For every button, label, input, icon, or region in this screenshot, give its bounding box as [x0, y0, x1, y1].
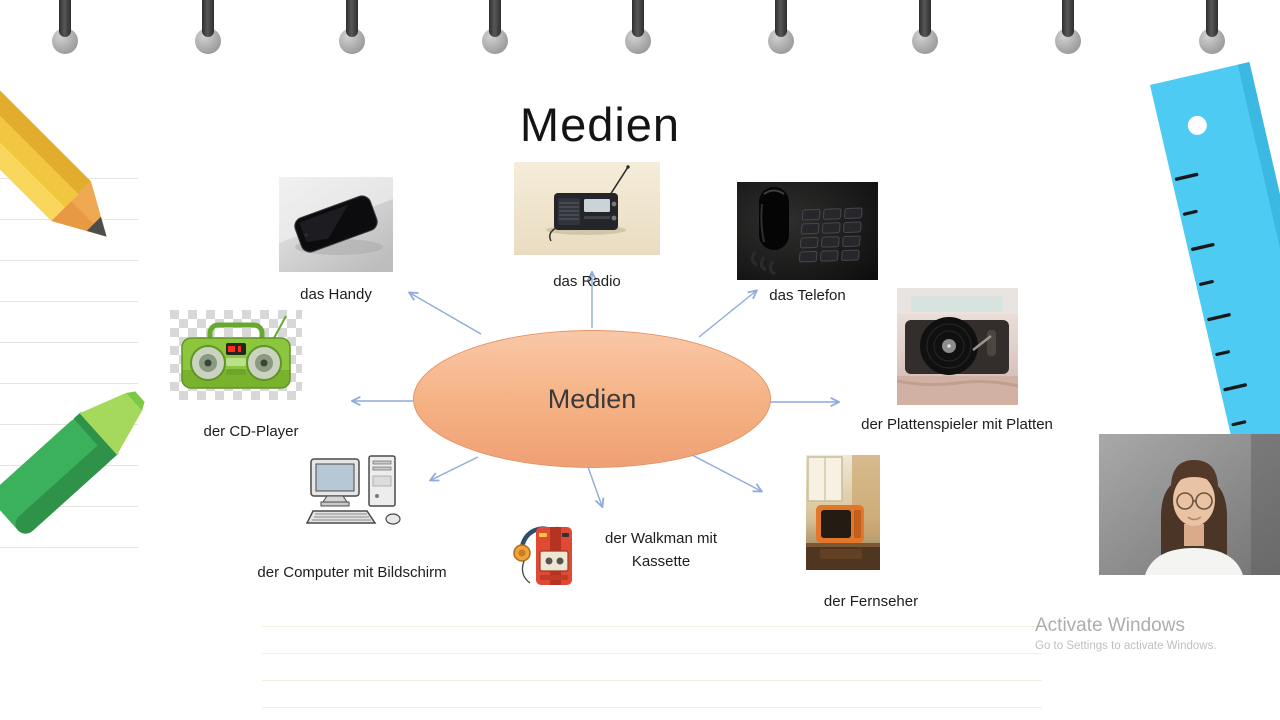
presenter-video: [1099, 434, 1280, 575]
binder-pin: [767, 0, 795, 54]
arrow-to-computer: [431, 456, 479, 480]
central-ellipse-label: Medien: [547, 383, 637, 414]
handy-label: das Handy: [300, 286, 372, 303]
radio-label: das Radio: [553, 273, 621, 290]
binder-pin: [624, 0, 652, 54]
tv-photo: [806, 455, 880, 570]
slide-title: Medien: [519, 98, 681, 152]
notebook-ruled-lines-bottom: [262, 600, 1042, 718]
desktop-computer-clipart: [303, 453, 415, 530]
arrow-to-fernseher: [691, 454, 761, 491]
smartphone-photo: [279, 177, 393, 272]
notebook-ruled-lines-left: [0, 138, 138, 583]
binder-pin: [338, 0, 366, 54]
webcam-overlay: [1099, 434, 1280, 575]
plattenspieler-label: der Plattenspieler mit Platten: [861, 416, 1053, 433]
ruler-icon: [1150, 62, 1280, 445]
binder-pin: [1054, 0, 1082, 54]
telephone-photo: [737, 182, 878, 280]
computer-label: der Computer mit Bildschirm: [257, 564, 447, 581]
boombox-image: [170, 310, 302, 400]
fernseher-label: der Fernseher: [823, 593, 919, 610]
telefon-label: das Telefon: [769, 287, 846, 304]
arrow-to-walkman: [587, 466, 602, 506]
cd-player-label: der CD-Player: [203, 423, 299, 440]
central-ellipse: Medien: [413, 330, 771, 468]
binder-pin: [1198, 0, 1226, 54]
watermark-line1: Activate Windows: [1035, 615, 1185, 636]
watermark-line2: Go to Settings to activate Windows.: [1035, 640, 1217, 652]
walkman-label: der Walkman mit Kassette: [605, 530, 717, 570]
binder-pin: [194, 0, 222, 54]
binder-pin: [481, 0, 509, 54]
walkman-image: [512, 503, 580, 595]
radio-photo: [514, 162, 660, 255]
arrow-to-handy: [410, 293, 482, 335]
binder-pin: [911, 0, 939, 54]
binder-pin: [51, 0, 79, 54]
record-player-photo: [897, 288, 1018, 405]
windows-activation-watermark: Activate Windows Go to Settings to activ…: [1035, 615, 1217, 652]
